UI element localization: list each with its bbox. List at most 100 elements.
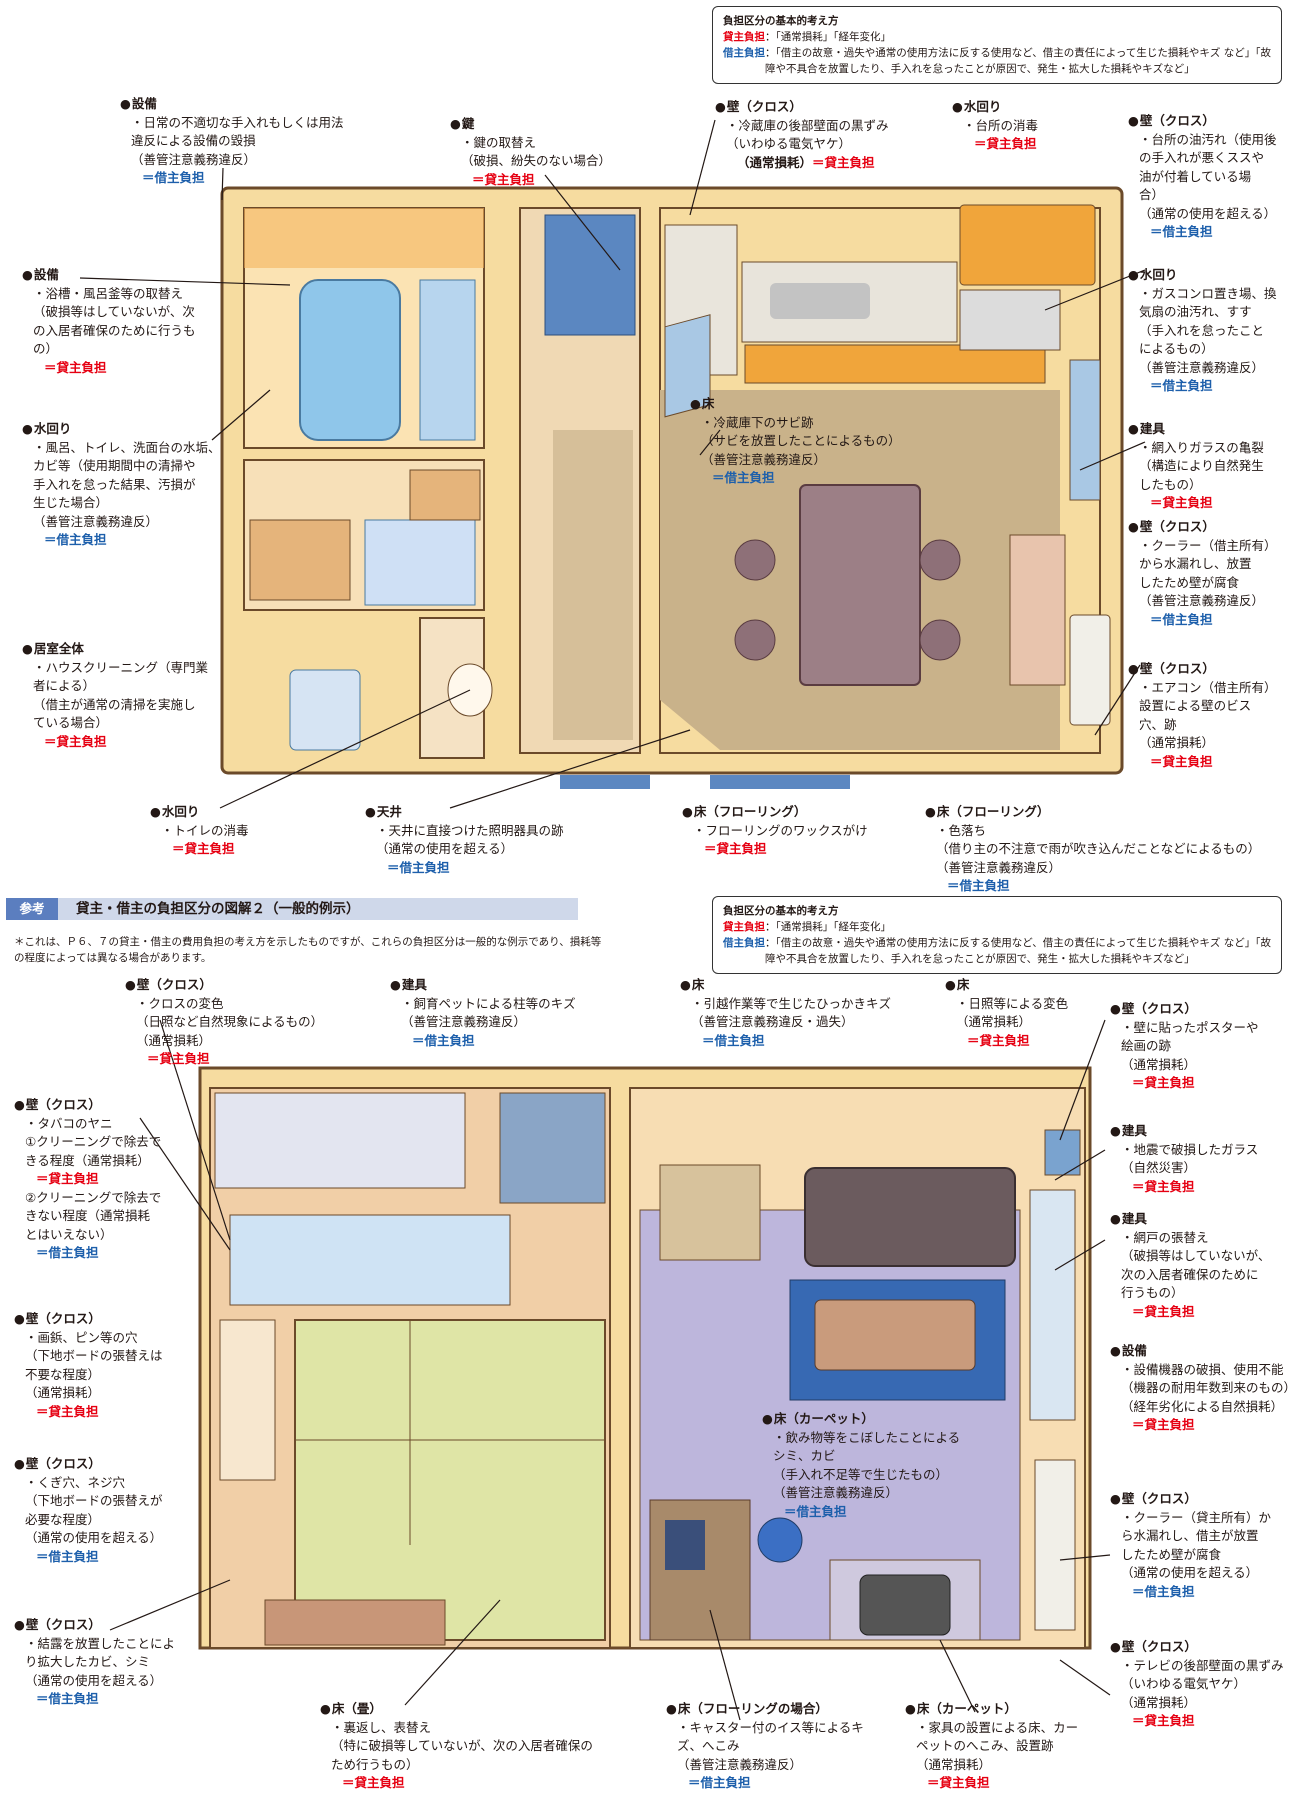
burden-label: ＝借主負担 xyxy=(44,532,107,547)
dining-table xyxy=(799,484,921,686)
burden-label: ＝貸主負担 xyxy=(36,1403,99,1419)
annotation-heading: 壁（クロス） xyxy=(715,98,935,117)
annotation-heading: 壁（クロス） xyxy=(125,976,355,995)
annotation-a4: 水回り・台所の消毒＝貸主負担 xyxy=(952,98,1092,154)
annotation-line: ・キャスター付のイス等によるキ xyxy=(677,1719,864,1735)
annotation-heading: 水回り xyxy=(952,98,1092,117)
annotation-b9: 壁（クロス）・画鋲、ピン等の穴（下地ボードの張替えは不要な程度）（通常損耗）＝貸… xyxy=(14,1310,204,1421)
coffee-table xyxy=(814,1299,976,1371)
annotation-line: きない程度（通常損耗 xyxy=(25,1208,151,1223)
burden-label: ＝借主負担 xyxy=(142,170,205,185)
annotation-line: （善管注意義務違反） xyxy=(1139,359,1265,375)
annotation-line: ・ガスコンロ置き場、換 xyxy=(1139,285,1277,301)
annotation-line: ・日照等による変色 xyxy=(956,995,1069,1011)
annotation-line: （通常の使用を超える） xyxy=(25,1530,163,1545)
range-hood xyxy=(959,204,1096,286)
annotation-line: ・テレビの後部壁面の黒ずみ xyxy=(1121,1657,1284,1673)
annotation-b2: 建具・飼育ペットによる柱等のキズ（善管注意義務違反）＝借主負担 xyxy=(390,976,650,1050)
annotation-line: （いわゆる電気ヤケ） xyxy=(1121,1676,1247,1691)
annotation-line: （通常損耗） xyxy=(1121,1056,1197,1072)
burden-label: ＝貸主負担 xyxy=(1132,1713,1195,1728)
lessor-key: 貸主負担 xyxy=(723,31,765,43)
burden-label: ＝借主負担 xyxy=(412,1032,475,1048)
burden-label: ＝借主負担 xyxy=(36,1245,99,1260)
annotation-line: ・飲み物等をこぼしたことによる xyxy=(773,1429,961,1445)
annotation-line: 次の入居者確保のために xyxy=(1121,1266,1259,1282)
chair xyxy=(757,1517,803,1563)
annotation-line: （通常の使用を超える） xyxy=(1139,205,1277,221)
entrance-door xyxy=(544,214,636,336)
annotation-line: （善管注意義務違反） xyxy=(1139,593,1265,608)
annotation-line: 必要な程度） xyxy=(25,1511,101,1527)
burden-label: ＝貸主負担 xyxy=(44,359,107,375)
annotation-line: したもの） xyxy=(1139,476,1202,492)
burden-label: ＝借主負担 xyxy=(702,1032,765,1048)
poster xyxy=(1044,1129,1081,1176)
annotation-heading: 鍵 xyxy=(450,115,680,134)
annotation-line: （破損、紛失のない場合） xyxy=(461,153,612,168)
burden-label: ＝貸主負担 xyxy=(1132,1178,1195,1194)
annotation-a7: 水回り・ガスコンロ置き場、換気扇の油汚れ、すす（手入れを怠ったことによるもの）（… xyxy=(1128,266,1298,396)
annotation-line: （特に破損等していないが、次の入居者確保の xyxy=(331,1738,593,1753)
annotation-line: ら水漏れし、借主が放置 xyxy=(1121,1528,1259,1543)
annotation-heading: 建具 xyxy=(1128,420,1298,439)
annotation-heading: 壁（クロス） xyxy=(1128,112,1298,131)
burden-label: ＝借主負担 xyxy=(712,470,775,485)
annotation-line: ・タバコのヤニ xyxy=(25,1115,113,1131)
lessee-text: ：「借主の故意・過失や通常の使用方法に反する使用など、借主の責任によって生じた損… xyxy=(765,937,1271,965)
annotation-b1: 壁（クロス）・クロスの変色（日照など自然現象によるもの）（通常損耗）＝貸主負担 xyxy=(125,976,355,1069)
annotation-line: （日照など自然現象によるもの） xyxy=(136,1014,324,1029)
lessee-key: 借主負担 xyxy=(723,937,765,949)
window-screen xyxy=(1029,1189,1076,1421)
annotation-line: カビ等（使用期間中の清掃や xyxy=(33,458,196,473)
annotation-line: （手入れを怠ったこと xyxy=(1139,322,1265,338)
annotation-heading: 居室全体 xyxy=(22,640,242,659)
annotation-line: から水漏れし、放置 xyxy=(1139,556,1252,571)
annotation-heading: 建具 xyxy=(390,976,650,995)
burden-label: ＝貸主負担 xyxy=(1150,495,1213,510)
annotation-line: （通常損耗） xyxy=(956,1014,1032,1029)
sofa xyxy=(804,1167,1016,1267)
burden-label: ＝借主負担 xyxy=(36,1691,99,1706)
annotation-a8: 床・冷蔵庫下のサビ跡（サビを放置したことによるもの）（善管注意義務違反）＝借主負… xyxy=(690,395,1030,488)
top-apartment-drawing xyxy=(220,186,1124,789)
annotation-line: ・画鋲、ピン等の穴 xyxy=(25,1329,138,1345)
annotation-line: （いわゆる電気ヤケ） xyxy=(726,136,852,151)
shoji-door xyxy=(219,1319,276,1481)
annotation-line: ・網入りガラスの亀裂 xyxy=(1139,439,1264,455)
lessor-key: 貸主負担 xyxy=(723,921,765,933)
annotation-line: （通常の使用を超える） xyxy=(1121,1565,1259,1580)
annotation-line: （自然災害） xyxy=(1121,1160,1197,1175)
annotation-line: （機器の耐用年数到来のもの） xyxy=(1121,1380,1297,1395)
burden-label: ＝借主負担 xyxy=(784,1503,847,1519)
annotation-line: ・網戸の張替え xyxy=(1121,1229,1209,1245)
annotation-b14: 壁（クロス）・結露を放置したことにより拡大したカビ、シミ（通常の使用を超える）＝… xyxy=(14,1616,204,1709)
annotation-heading: 床（フローリングの場合） xyxy=(666,1700,926,1719)
wash-basin xyxy=(249,519,351,601)
annotation-line: ズ、へこみ xyxy=(677,1738,740,1753)
annotation-b10: 設備・設備機器の破損、使用不能（機器の耐用年数到来のもの）（経年劣化による自然損… xyxy=(1110,1342,1300,1435)
annotation-a12: 居室全体・ハウスクリーニング（専門業者による）（借主が通常の清掃を実施している場… xyxy=(22,640,242,751)
annotation-heading: 床（カーペット） xyxy=(905,1700,1125,1719)
annotation-heading: 天井 xyxy=(365,803,665,822)
burden-label: ＝貸主負担 xyxy=(1132,1303,1195,1319)
annotation-line: ・地震で破損したガラス xyxy=(1121,1141,1259,1157)
annotation-a17: 床（フローリング）・色落ち（借り主の不注意で雨が吹き込んだことなどによるもの）（… xyxy=(925,803,1305,896)
annotation-b6: 壁（クロス）・タバコのヤニ①クリーニングで除去できる程度（通常損耗）＝貸主負担②… xyxy=(14,1096,204,1263)
annotation-b7: 建具・地震で破損したガラス（自然災害）＝貸主負担 xyxy=(1110,1122,1300,1196)
annotation-line: ため行うもの） xyxy=(331,1756,419,1772)
annotation-line: ・ハウスクリーニング（専門業 xyxy=(33,659,209,675)
annotation-line: ・くぎ穴、ネジ穴 xyxy=(25,1474,126,1490)
annotation-line: （破損等はしていないが、 xyxy=(1121,1248,1271,1263)
annotation-heading: 壁（クロス） xyxy=(1128,660,1298,679)
annotation-line: （通常の使用を超える） xyxy=(376,841,514,856)
annotation-line: 合） xyxy=(1139,187,1165,202)
annotation-heading: 壁（クロス） xyxy=(1110,1638,1300,1657)
annotation-line: （破損等はしていないが、次 xyxy=(33,304,195,319)
annotation-heading: 設備 xyxy=(120,95,400,114)
annotation-line: （通常損耗） xyxy=(916,1756,992,1772)
annotation-line: 生じた場合） xyxy=(33,495,109,510)
annotation-line: 手入れを怠った結果、汚損が xyxy=(33,476,196,492)
sliding-window xyxy=(229,1214,511,1306)
